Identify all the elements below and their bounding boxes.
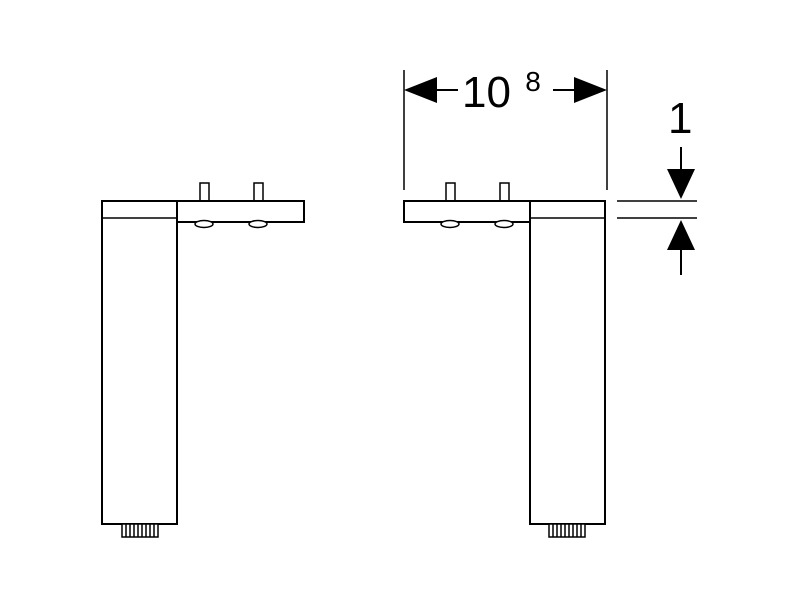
offset-arrow-up-icon [667, 220, 695, 250]
right-pin-2 [494, 182, 514, 229]
right-foot [548, 523, 586, 538]
right-arm [403, 200, 531, 223]
offset-arrow-down-icon [667, 169, 695, 199]
left-foot [121, 523, 159, 538]
width-arrow-right-icon [574, 77, 607, 103]
left-arm [176, 200, 305, 223]
left-pin-1 [194, 182, 214, 229]
left-leg [101, 200, 178, 525]
right-leg [529, 200, 606, 525]
offset-label: 1 [668, 94, 692, 143]
offset-dimension [617, 147, 697, 275]
width-label-base: 10 [462, 68, 511, 117]
left-bracket [101, 182, 305, 538]
width-label-superscript: 8 [525, 66, 541, 97]
width-label: 10 8 [462, 66, 541, 117]
left-pin-2 [248, 182, 268, 229]
right-pin-1 [440, 182, 460, 229]
width-arrow-left-icon [404, 77, 437, 103]
right-bracket [403, 182, 606, 538]
